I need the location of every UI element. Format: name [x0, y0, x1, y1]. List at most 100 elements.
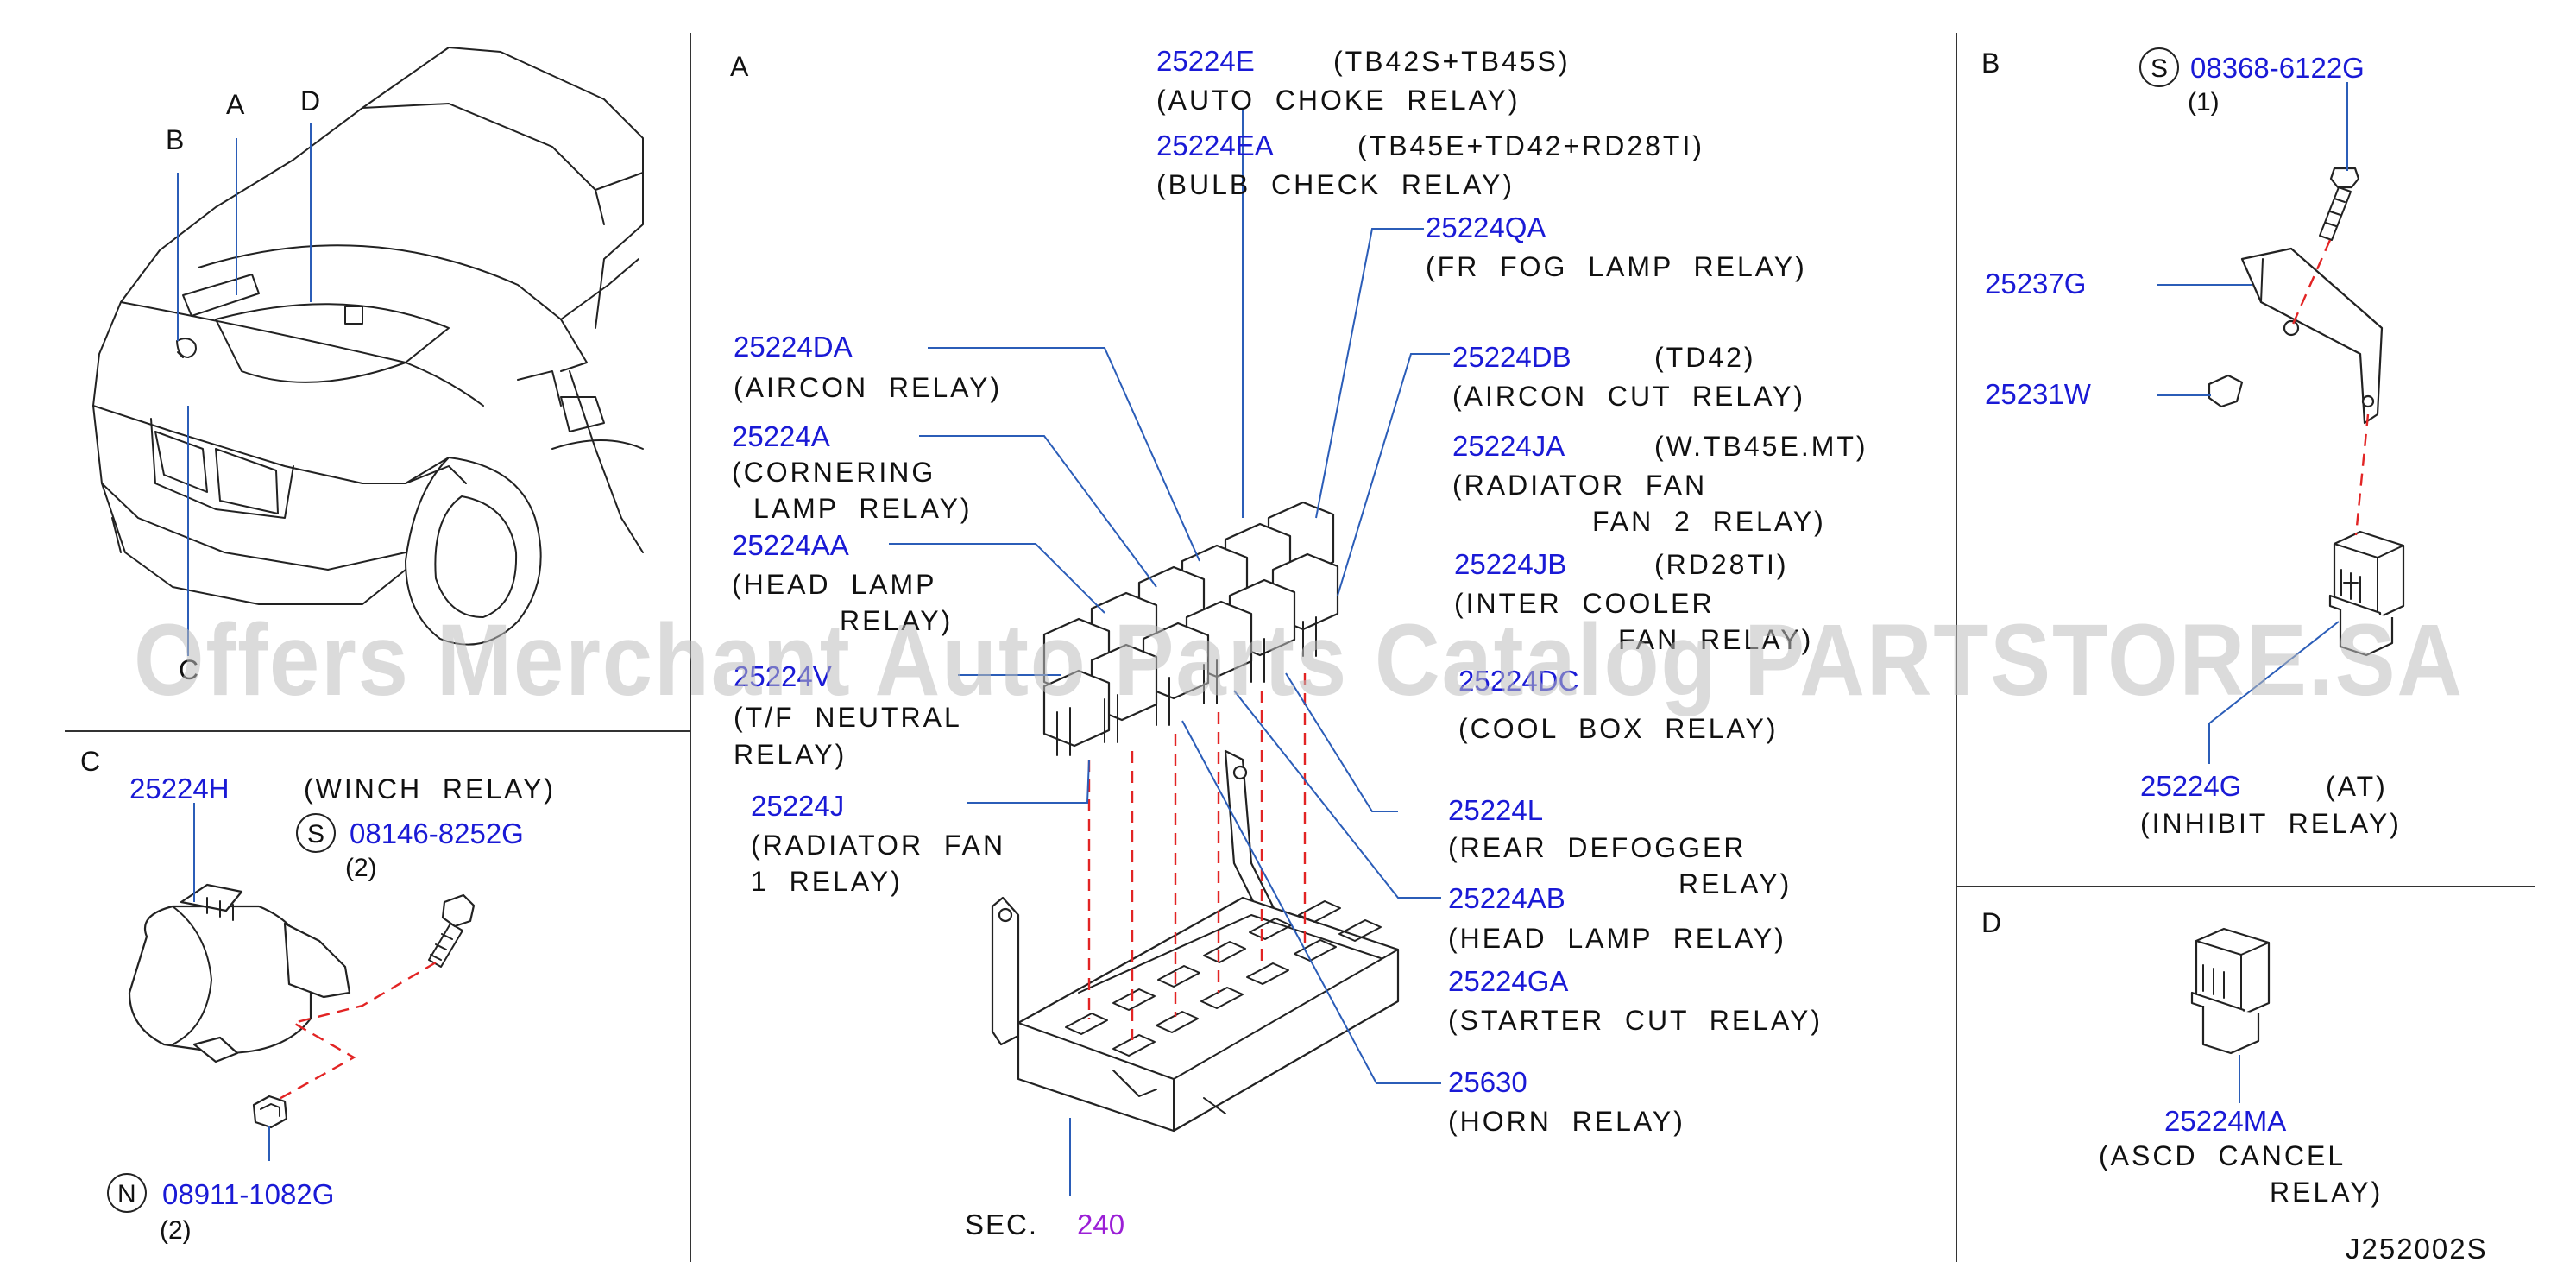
part-number-25224h[interactable]: 25224H — [129, 773, 230, 805]
label-25224db: 25224DB (TD42) (AIRCON CUT RELAY) — [1452, 341, 1803, 412]
label-25224ga: 25224GA (STARTER CUT RELAY) — [1448, 965, 1823, 1036]
panel-d-illustration — [2190, 927, 2271, 1055]
part-number-25224l[interactable]: 25224L — [1448, 794, 1543, 826]
description-25224v-line1: (T/F NEUTRAL — [734, 702, 962, 733]
label-25224a: 25224A (CORNERING LAMP RELAY) — [732, 420, 970, 524]
label-25224ma: 25224MA (ASCD CANCEL RELAY) — [2099, 1105, 2383, 1208]
description-25224ea: (BULB CHECK RELAY) — [1156, 169, 1515, 200]
part-number-25224g[interactable]: 25224G — [2140, 770, 2241, 802]
description-25224j-line2: 1 RELAY) — [751, 866, 903, 897]
part-number-25224aa[interactable]: 25224AA — [732, 529, 849, 561]
part-number-25224e[interactable]: 25224E — [1156, 45, 1255, 77]
part-number-25224ga[interactable]: 25224GA — [1448, 965, 1568, 997]
part-number-25224da[interactable]: 25224DA — [734, 331, 853, 363]
part-number-25224j[interactable]: 25224J — [751, 790, 844, 822]
part-number-25224dc[interactable]: 25224DC — [1458, 665, 1578, 697]
condition-25224g: (AT) — [2326, 771, 2388, 802]
label-08368-6122g: S 08368-6122G (1) — [2139, 47, 2365, 117]
description-25224a-line1: (CORNERING — [732, 457, 935, 488]
label-25224g: 25224G (AT) (INHIBIT RELAY) — [2140, 770, 2399, 839]
panel-label-d: D — [1981, 907, 2001, 938]
label-25224h: 25224H (WINCH RELAY) — [129, 773, 556, 805]
description-25224dc: (COOL BOX RELAY) — [1458, 713, 1779, 744]
description-25630: (HORN RELAY) — [1448, 1106, 1685, 1137]
part-number-25630[interactable]: 25630 — [1448, 1066, 1527, 1098]
section-reference: SEC. 240 — [965, 1208, 1124, 1240]
condition-25224jb: (RD28TI) — [1654, 549, 1789, 580]
symbol-letter-s-c: S — [307, 820, 324, 849]
panel-b-guides — [2289, 239, 2370, 536]
panel-label-a: A — [730, 51, 749, 82]
label-08146-8252g: S 08146-8252G (2) — [296, 813, 524, 882]
vehicle-illustration — [92, 47, 644, 646]
label-25630: 25630 (HORN RELAY) — [1448, 1066, 1685, 1137]
condition-25224ea: (TB45E+TD42+RD28TI) — [1357, 130, 1704, 161]
label-25224l: 25224L (REAR DEFOGGER RELAY) — [1448, 794, 1792, 899]
part-number-25224ab[interactable]: 25224AB — [1448, 882, 1565, 914]
locator-label-c: C — [179, 654, 198, 685]
part-number-08911-1082g[interactable]: 08911-1082G — [162, 1178, 334, 1210]
part-number-25224ea[interactable]: 25224EA — [1156, 129, 1274, 161]
label-25224qa: 25224QA (FR FOG LAMP RELAY) — [1426, 211, 1807, 282]
description-25224ma-line2: RELAY) — [2270, 1177, 2383, 1208]
symbol-letter-s-b: S — [2151, 54, 2168, 83]
description-25224ab: (HEAD LAMP RELAY) — [1448, 923, 1786, 954]
diagram-code: J252002S — [2346, 1233, 2488, 1265]
label-25224e: 25224E (TB42S+TB45S) (AUTO CHOKE RELAY) — [1156, 45, 1568, 116]
section-label: SEC. — [965, 1208, 1038, 1240]
description-25224ja-line1: (RADIATOR FAN — [1452, 470, 1707, 501]
section-ref-link[interactable]: 240 — [1077, 1208, 1124, 1240]
panel-b-illustration — [2208, 167, 2405, 657]
standard-hardware-symbol-c — [296, 813, 336, 853]
label-25224aa: 25224AA (HEAD LAMP RELAY) — [732, 529, 953, 636]
description-25224ga: (STARTER CUT RELAY) — [1448, 1005, 1823, 1036]
part-number-08368-6122g[interactable]: 08368-6122G — [2190, 52, 2365, 84]
label-25224v: 25224V (T/F NEUTRAL RELAY) — [734, 660, 962, 770]
label-25224ea: 25224EA (TB45E+TD42+RD28TI) (BULB CHECK … — [1156, 129, 1704, 200]
label-25224ab: 25224AB (HEAD LAMP RELAY) — [1448, 882, 1786, 954]
label-25224ja: 25224JA (W.TB45E.MT) (RADIATOR FAN FAN 2… — [1452, 430, 1866, 537]
standard-hardware-symbol — [2139, 47, 2179, 87]
part-number-25224ma[interactable]: 25224MA — [2164, 1105, 2286, 1137]
description-25224jb-line1: (INTER COOLER — [1454, 588, 1715, 619]
description-25224jb-line2: FAN RELAY) — [1618, 624, 1813, 655]
panel-c-leaders — [193, 803, 270, 1161]
part-number-25224a[interactable]: 25224A — [732, 420, 830, 452]
panel-dividers — [65, 33, 2535, 1262]
description-25224e: (AUTO CHOKE RELAY) — [1156, 85, 1521, 116]
description-25224l-line2: RELAY) — [1678, 868, 1792, 899]
part-number-25224ja[interactable]: 25224JA — [1452, 430, 1565, 462]
label-08911-1082g: N 08911-1082G (2) — [107, 1173, 334, 1245]
description-25224h: (WINCH RELAY) — [304, 773, 556, 805]
description-25224aa-line2: RELAY) — [840, 605, 953, 636]
panel-label-b: B — [1981, 47, 2000, 79]
label-25224da: 25224DA (AIRCON RELAY) — [734, 331, 1002, 403]
description-25224qa: (FR FOG LAMP RELAY) — [1426, 251, 1807, 282]
part-number-25224jb[interactable]: 25224JB — [1454, 548, 1566, 580]
label-25224dc: 25224DC (COOL BOX RELAY) — [1458, 665, 1779, 744]
symbol-letter-n: N — [117, 1180, 136, 1208]
panel-c-illustration — [128, 883, 476, 1129]
part-number-25237g[interactable]: 25237G — [1985, 268, 2086, 300]
quantity-08368-6122g: (1) — [2188, 88, 2220, 117]
description-25224da: (AIRCON RELAY) — [734, 372, 1002, 403]
description-25224ja-line2: FAN 2 RELAY) — [1592, 506, 1826, 537]
panel-a-leaders — [889, 108, 1450, 1196]
part-number-25224db[interactable]: 25224DB — [1452, 341, 1571, 373]
label-25224jb: 25224JB (RD28TI) (INTER COOLER FAN RELAY… — [1454, 548, 1813, 655]
quantity-08146-8252g: (2) — [345, 854, 377, 882]
description-25224j-line1: (RADIATOR FAN — [751, 830, 1005, 861]
part-number-08146-8252g[interactable]: 08146-8252G — [350, 817, 524, 849]
description-25224aa-line1: (HEAD LAMP — [732, 569, 936, 600]
nut-symbol — [107, 1173, 147, 1213]
condition-25224db: (TD42) — [1654, 342, 1756, 373]
locator-label-d: D — [300, 85, 320, 117]
description-25224l-line1: (REAR DEFOGGER — [1448, 832, 1746, 863]
description-25224ma-line1: (ASCD CANCEL — [2099, 1140, 2346, 1171]
part-number-25224v[interactable]: 25224V — [734, 660, 832, 692]
part-number-25231w[interactable]: 25231W — [1985, 378, 2092, 410]
description-25224v-line2: RELAY) — [734, 739, 847, 770]
label-25224j: 25224J (RADIATOR FAN 1 RELAY) — [751, 790, 1005, 897]
part-number-25224qa[interactable]: 25224QA — [1426, 211, 1546, 243]
